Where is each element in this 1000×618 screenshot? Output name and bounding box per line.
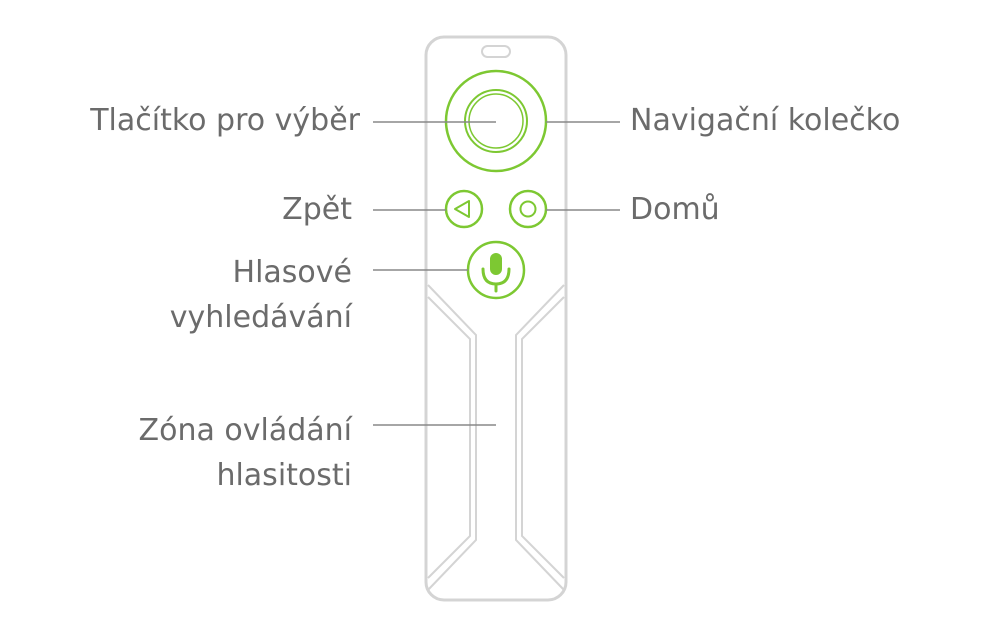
label-voice-search-line1: Hlasové [232, 255, 352, 290]
label-volume-zone-line2: hlasitosti [216, 458, 352, 493]
home-button[interactable] [508, 189, 548, 229]
home-circle-icon [519, 200, 537, 218]
navigation-wheel[interactable] [444, 69, 548, 173]
leader-lines [373, 121, 620, 426]
label-volume-zone-line1: Zóna ovládání [138, 413, 352, 448]
label-home: Domů [630, 192, 720, 227]
select-button[interactable] [464, 89, 528, 153]
label-voice-search-line2: vyhledávání [169, 300, 352, 335]
remote-body [424, 35, 568, 602]
label-navigation-wheel: Navigační kolečko [630, 103, 901, 138]
back-button[interactable] [444, 189, 484, 229]
voice-search-button[interactable] [466, 240, 526, 300]
microphone-icon [481, 253, 511, 293]
label-back: Zpět [282, 192, 352, 227]
volume-zone-outline [427, 284, 565, 591]
label-select-button: Tlačítko pro výběr [90, 103, 360, 138]
back-triangle-icon [454, 200, 470, 218]
remote-top-slot [481, 45, 511, 58]
remote-outline [424, 35, 568, 602]
